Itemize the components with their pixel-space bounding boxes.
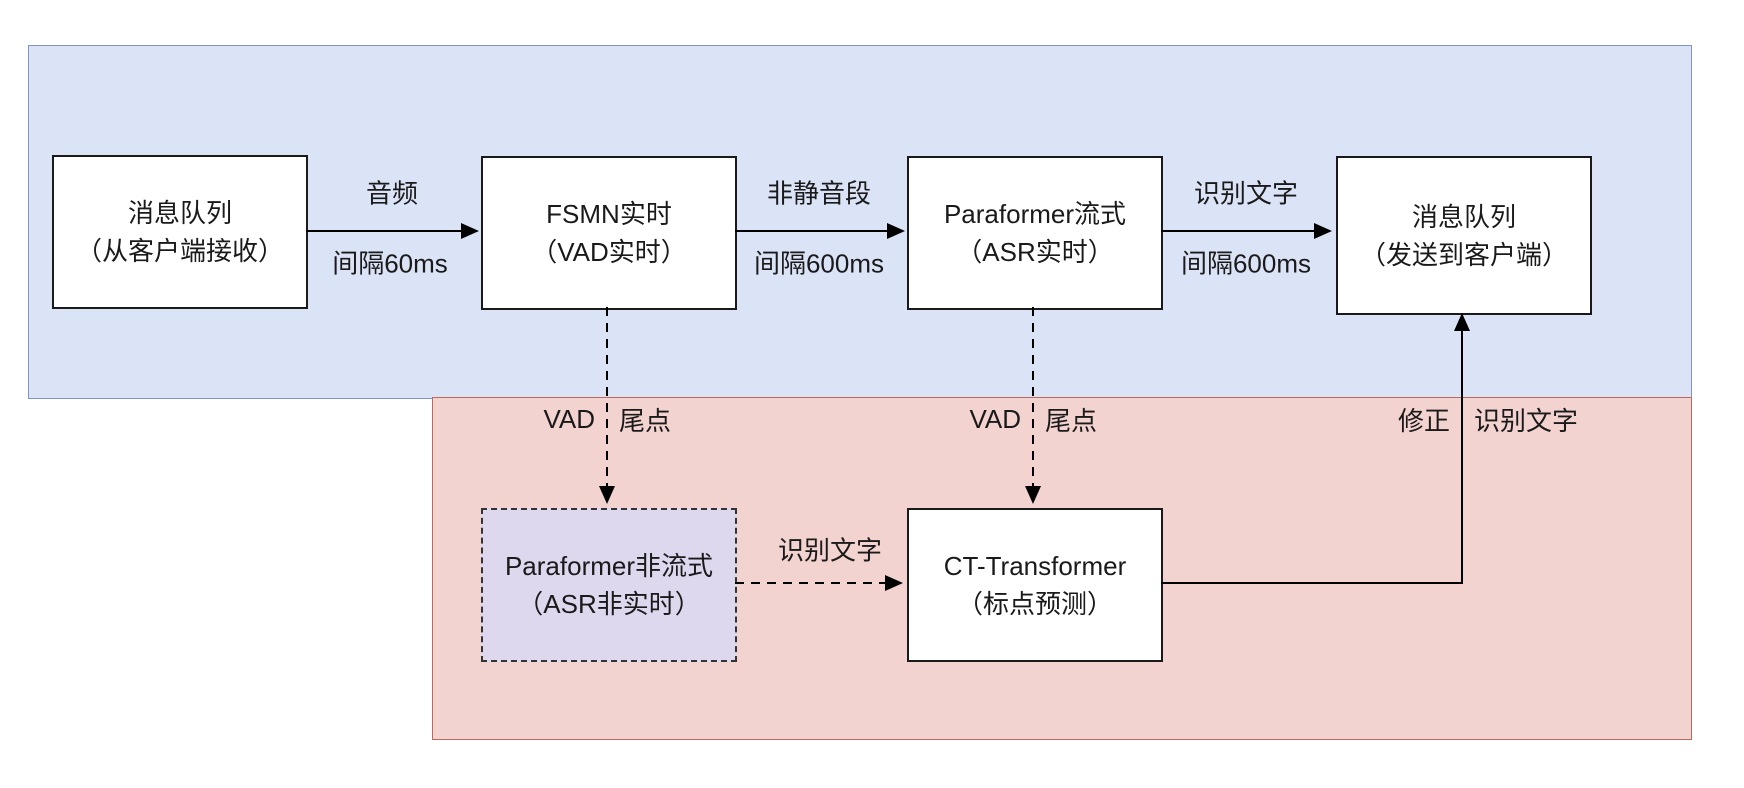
node-message-queue-in: 消息队列 （从客户端接收） — [52, 155, 308, 309]
node-sublabel: （发送到客户端） — [1359, 239, 1568, 270]
edge-label-non-silence: 非静音段 — [766, 178, 872, 209]
edge-label-text: 尾点 — [619, 405, 672, 436]
edge-label-interval-600ms-2: 间隔600ms — [1180, 248, 1312, 279]
node-paraformer-streaming: Paraformer流式 （ASR实时） — [907, 156, 1163, 310]
node-fsmn-vad: FSMN实时 （VAD实时） — [481, 156, 737, 310]
edge-label-recognized-text-1: 识别文字 — [1193, 178, 1299, 209]
edge-label-text: 修正 — [1397, 405, 1450, 436]
node-sublabel: （VAD实时） — [531, 237, 687, 267]
node-label: FSMN实时 — [546, 199, 672, 229]
node-sublabel: （从客户端接收） — [75, 236, 284, 266]
node-label: CT-Transformer — [943, 551, 1127, 581]
edge-label-interval-60ms: 间隔60ms — [332, 248, 448, 279]
node-ct-transformer: CT-Transformer （标点预测） — [907, 508, 1163, 662]
node-message-queue-out: 消息队列 （发送到客户端） — [1336, 156, 1592, 315]
node-paraformer-offline: Paraformer非流式 （ASR非实时） — [481, 508, 737, 662]
node-label: 消息队列 — [1411, 201, 1516, 232]
edge-label-recognized-text-2: 识别文字 — [777, 535, 883, 566]
node-sublabel: （标点预测） — [956, 589, 1113, 619]
edge-label-interval-600ms-1: 间隔600ms — [753, 248, 885, 279]
edge-label-text: 尾点 — [1045, 405, 1098, 436]
node-sublabel: （ASR非实时） — [517, 589, 701, 619]
edge-label-audio: 音频 — [365, 178, 419, 209]
node-label: Paraformer流式 — [943, 199, 1127, 229]
edge-label-text: VAD — [543, 403, 595, 434]
node-label: Paraformer非流式 — [504, 551, 714, 581]
edge-label-text: 识别文字 — [1474, 405, 1579, 436]
edge-label-text: VAD — [969, 403, 1021, 434]
node-sublabel: （ASR实时） — [956, 237, 1114, 267]
node-label: 消息队列 — [127, 198, 232, 228]
